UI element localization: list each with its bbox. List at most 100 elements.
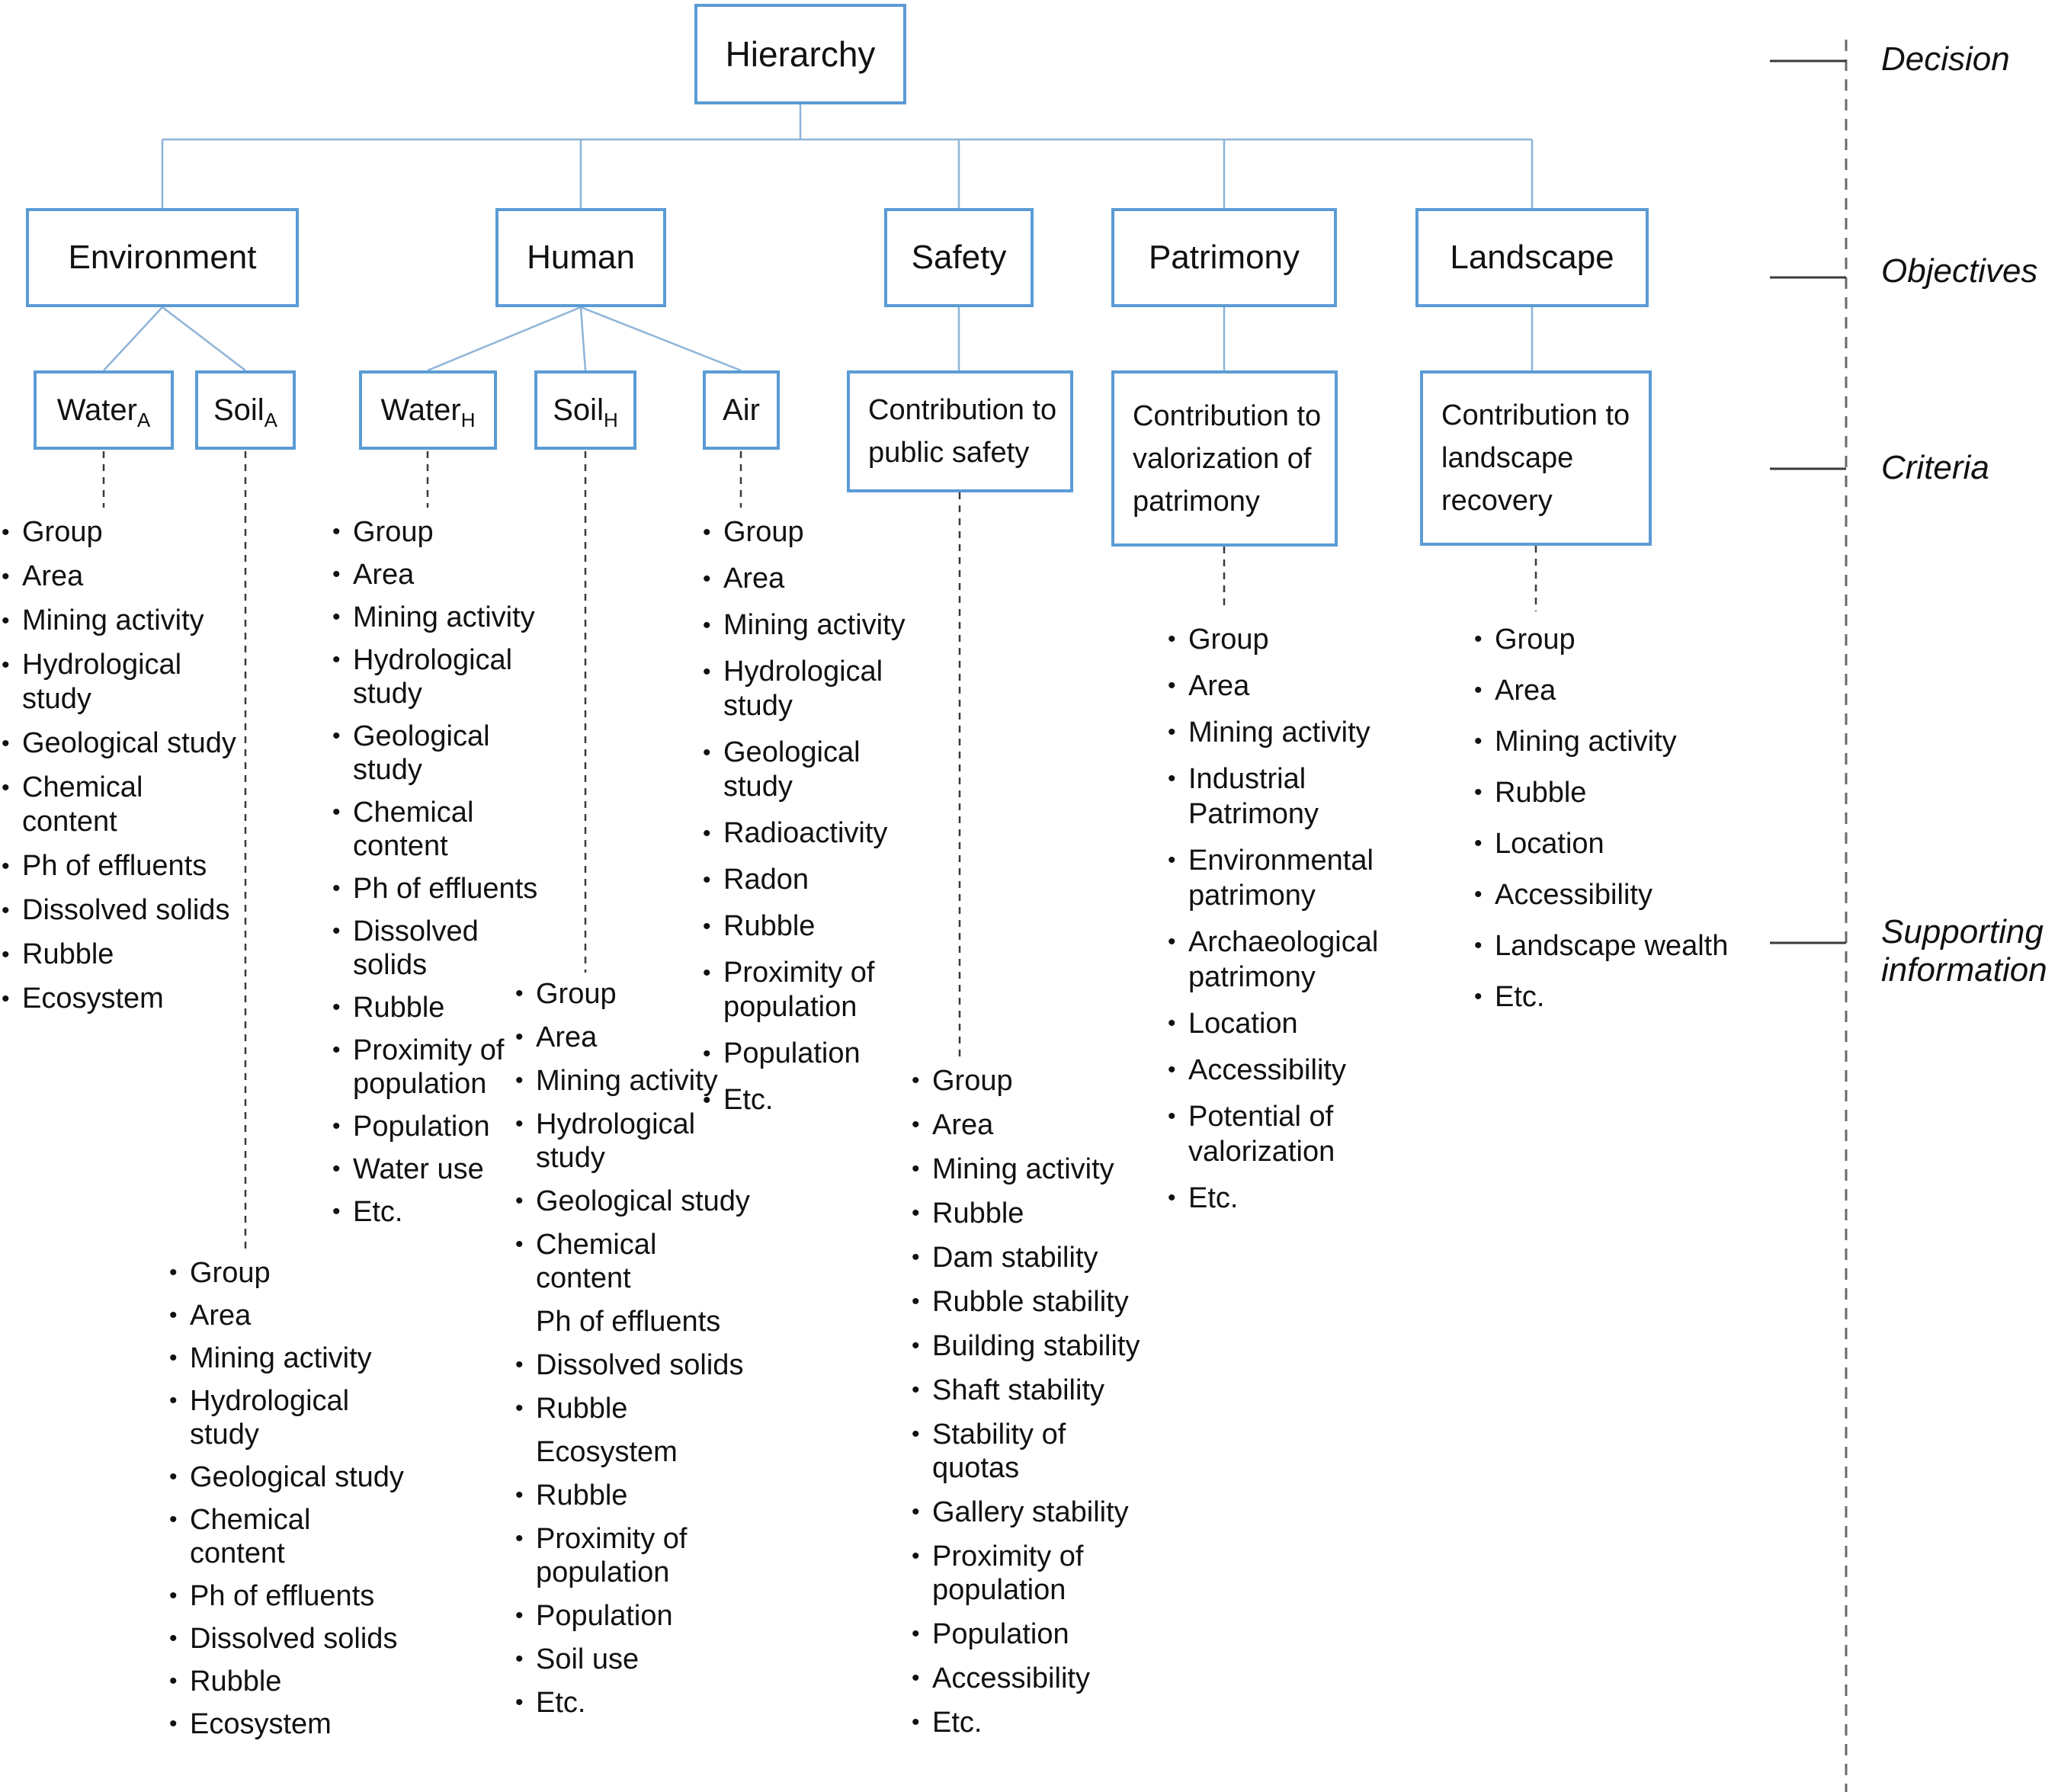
bullet-icon: • <box>1168 673 1176 698</box>
list-item: •Industrial Patrimony <box>1168 761 1431 832</box>
list-item-label: Mining activity <box>190 1342 372 1374</box>
list-item: • Accessibility <box>1474 877 1756 912</box>
bullet-icon: • <box>332 1037 341 1063</box>
list-item: •Ph of effluents <box>332 872 591 906</box>
list-item: •Rubble <box>332 991 591 1024</box>
bullet-icon: • <box>703 613 711 638</box>
bullet-icon: • <box>515 1396 524 1421</box>
list-item: •Ph of effluents <box>2 849 276 883</box>
bullet-icon: • <box>912 1544 920 1569</box>
bullet-icon: • <box>515 1526 524 1551</box>
list-item-label: Area <box>536 1021 598 1053</box>
legend-objectives: Objectives <box>1881 252 2038 290</box>
list-item-label: Etc. <box>1495 981 1545 1013</box>
list-item-label: Dissolved solids <box>190 1623 398 1655</box>
bullet-icon: • <box>2 608 10 633</box>
list-item-label: Environmental patrimony <box>1188 845 1374 912</box>
list-item: •Dissolved solids <box>515 1348 778 1382</box>
list-item-label: Hydrological study <box>353 644 513 710</box>
supporting-list-soil-a: •Group•Area•Mining activity•Hydrological… <box>169 1256 444 1750</box>
list-item: •Ph of effluents <box>515 1305 778 1338</box>
list-item-label: Rubble <box>536 1479 628 1511</box>
node-landscape-label: Landscape <box>1450 239 1614 276</box>
list-item-label: Gallery stability <box>932 1496 1129 1528</box>
dashed-drop-lines <box>102 451 1537 1252</box>
list-item-label: Archaeological patrimony <box>1188 926 1379 993</box>
list-item-label: Mining activity <box>723 609 906 641</box>
node-recovery-label: Contribution to landscape recovery <box>1441 399 1630 517</box>
bullet-icon: • <box>912 1289 920 1314</box>
list-item-label: Population <box>353 1111 490 1143</box>
list-item-label: Ecosystem <box>22 983 164 1015</box>
list-item: •Area <box>912 1108 1201 1142</box>
bullet-icon: • <box>515 1024 524 1050</box>
list-item: •Group <box>169 1256 444 1290</box>
node-valorization: Contribution to valorization of patrimon… <box>1111 370 1338 547</box>
list-item-label: Radioactivity <box>723 817 888 849</box>
list-item: • Group <box>703 515 954 550</box>
list-item-label: Group <box>536 978 617 1010</box>
list-item-label: Group <box>723 516 804 548</box>
legend-level-lines <box>1770 40 1848 1792</box>
list-item: •Group <box>2 515 276 550</box>
list-item-label: Accessibility <box>1495 879 1652 911</box>
bullet-icon: • <box>2 520 10 545</box>
list-item-label: Mining activity <box>22 604 204 636</box>
list-item-label: Location <box>1495 828 1604 860</box>
list-item-label: Rubble <box>723 910 816 942</box>
list-item-label: Ecosystem <box>190 1708 332 1740</box>
list-item-label: Rubble <box>1495 777 1587 809</box>
list-item: •Area <box>703 562 954 596</box>
list-item-label: Dissolved solids <box>353 915 479 981</box>
list-item-label: Geological study <box>22 727 236 759</box>
bullet-icon: • <box>1168 720 1176 745</box>
bullet-icon: • <box>1474 882 1483 907</box>
bullet-icon: • <box>1474 780 1483 805</box>
bullet-icon: • <box>2 731 10 756</box>
node-safety: Safety <box>884 208 1034 307</box>
bullet-icon: • <box>912 1710 920 1735</box>
bullet-icon: • <box>169 1345 178 1370</box>
bullet-icon: • <box>169 1260 178 1285</box>
list-item-label: Ph of effluents <box>353 873 538 905</box>
list-item: •Environmental patrimony <box>1168 843 1431 913</box>
bullet-icon: • <box>1474 627 1483 652</box>
bullet-icon: • <box>2 898 10 923</box>
bullet-icon: • <box>703 821 711 846</box>
list-item-label: Mining activity <box>1188 716 1370 749</box>
list-item-label: Chemical content <box>536 1229 657 1294</box>
list-item: • Proximity of population <box>703 956 954 1024</box>
bullet-icon: • <box>515 1232 524 1257</box>
bullet-icon: • <box>703 520 711 545</box>
bullet-icon: • <box>912 1422 920 1447</box>
list-item: •Population <box>912 1617 1201 1651</box>
list-item: •Area <box>1474 673 1756 708</box>
supporting-list-water-a: •Group•Area•Mining activity•Hydrological… <box>2 515 276 1026</box>
bullet-icon: • <box>703 914 711 939</box>
list-item-label: Population <box>536 1600 673 1632</box>
list-item: •Hydrological study <box>515 1108 778 1175</box>
list-item: •Rubble <box>2 938 276 972</box>
bullet-icon: • <box>332 1114 341 1139</box>
list-item: •Geological study <box>703 736 954 804</box>
list-item-label: Area <box>932 1109 994 1141</box>
bullet-icon: • <box>1168 627 1176 652</box>
bullet-icon: • <box>515 1188 524 1213</box>
bullet-icon: • <box>703 960 711 986</box>
bullet-icon: • <box>515 1483 524 1508</box>
node-patrimony: Patrimony <box>1111 208 1337 307</box>
list-item: • Chemical content <box>515 1228 778 1295</box>
list-item: • Rubble <box>515 1479 778 1512</box>
list-item: • Population <box>332 1110 591 1143</box>
list-item: •Accessibility <box>1168 1053 1431 1088</box>
list-item-label: Proximity of population <box>723 957 875 1023</box>
list-item-label: Mining activity <box>536 1065 718 1097</box>
list-item: •Mining activity <box>912 1152 1201 1186</box>
list-item: • Mining activity <box>169 1342 444 1375</box>
node-hierarchy: Hierarchy <box>694 4 906 104</box>
list-item: •Rubble <box>169 1665 444 1698</box>
list-item: •Hydrological study <box>703 655 954 723</box>
list-item-label: Hydrological study <box>723 656 883 722</box>
list-item: •Accessibility <box>912 1662 1201 1695</box>
list-item: •Chemical content <box>169 1503 444 1570</box>
